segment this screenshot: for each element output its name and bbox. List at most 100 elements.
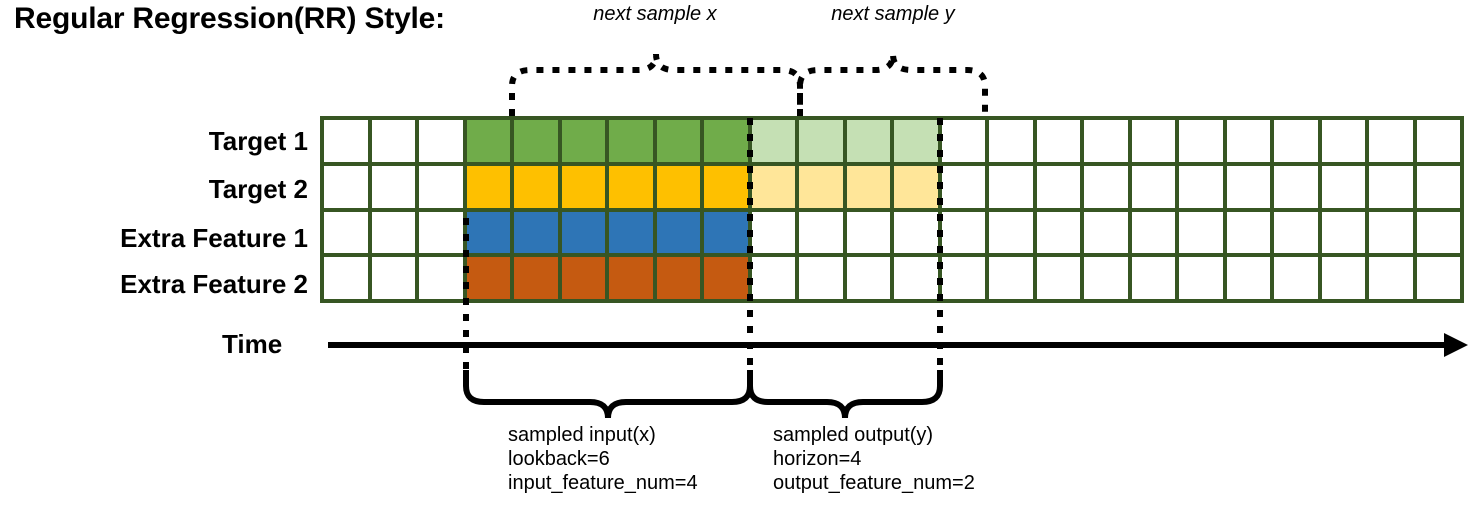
caption-sampled-input-line1: sampled input(x) xyxy=(508,424,656,446)
grid-cell-target-1-t11 xyxy=(799,120,843,162)
grid-cell-target-2-t10 xyxy=(751,165,795,208)
grid-cell-extra-feature-1-t3 xyxy=(419,211,463,254)
grid-cell-extra-feature-2-t9 xyxy=(704,257,748,299)
grid-cell-target-1-t9 xyxy=(704,120,748,162)
grid-cell-target-1-t7 xyxy=(609,120,653,162)
grid-cell-target-1-t22 xyxy=(1321,120,1365,162)
row-label-target-2: Target 2 xyxy=(208,174,308,204)
grid-cell-target-2-t16 xyxy=(1036,165,1080,208)
grid-cell-target-2-t15 xyxy=(989,165,1033,208)
annotation-next-sample-y: next sample y xyxy=(831,3,955,25)
grid-cell-extra-feature-1-t1 xyxy=(324,211,368,254)
row-label-extra-feature-1: Extra Feature 1 xyxy=(120,223,308,253)
grid-cell-target-2-t6 xyxy=(561,165,605,208)
grid-cell-extra-feature-2-t16 xyxy=(1036,257,1080,299)
grid-cell-extra-feature-1-t18 xyxy=(1131,211,1175,254)
grid-cell-target-2-t21 xyxy=(1274,165,1318,208)
grid-cell-extra-feature-2-t5 xyxy=(514,257,558,299)
caption-sampled-input: sampled input(x) lookback=6 input_featur… xyxy=(508,423,698,495)
grid-cell-target-1-t17 xyxy=(1084,120,1128,162)
grid-cell-target-1-t8 xyxy=(656,120,700,162)
time-axis-label: Time xyxy=(222,329,283,359)
grid-cell-extra-feature-2-t13 xyxy=(894,257,938,299)
grid-cell-extra-feature-1-t14 xyxy=(941,211,985,254)
grid-cell-target-2-t22 xyxy=(1321,165,1365,208)
grid-cell-target-1-t24 xyxy=(1416,120,1460,162)
grid-cell-target-2-t24 xyxy=(1416,165,1460,208)
grid-cell-target-1-t14 xyxy=(941,120,985,162)
grid-cell-target-2-t23 xyxy=(1369,165,1413,208)
top-brace-next-sample-y xyxy=(797,53,988,116)
grid-cell-target-2-t2 xyxy=(371,165,415,208)
grid-cell-extra-feature-2-t1 xyxy=(324,257,368,299)
grid-cell-target-1-t10 xyxy=(751,120,795,162)
grid-cell-extra-feature-1-t10 xyxy=(751,211,795,254)
grid-cell-extra-feature-1-t11 xyxy=(799,211,843,254)
grid-cell-extra-feature-2-t6 xyxy=(561,257,605,299)
top-brace-next-sample-x xyxy=(509,53,803,116)
grid-cell-target-1-t16 xyxy=(1036,120,1080,162)
grid-cell-target-2-t12 xyxy=(846,165,890,208)
grid-cell-extra-feature-2-t18 xyxy=(1131,257,1175,299)
row-label-extra-feature-2: Extra Feature 2 xyxy=(120,269,308,299)
grid-cell-target-1-t2 xyxy=(371,120,415,162)
grid-cell-target-1-t19 xyxy=(1179,120,1223,162)
grid-cell-target-1-t5 xyxy=(514,120,558,162)
grid-cell-target-2-t18 xyxy=(1131,165,1175,208)
grid-cell-target-2-t3 xyxy=(419,165,463,208)
grid-cell-extra-feature-1-t6 xyxy=(561,211,605,254)
grid-cell-target-2-t13 xyxy=(894,165,938,208)
grid-cell-extra-feature-2-t7 xyxy=(609,257,653,299)
caption-sampled-output: sampled output(y) horizon=4 output_featu… xyxy=(773,423,975,495)
time-axis-arrow xyxy=(328,333,1468,357)
grid-cell-extra-feature-1-t13 xyxy=(894,211,938,254)
grid-cell-extra-feature-1-t8 xyxy=(656,211,700,254)
grid-cell-target-1-t1 xyxy=(324,120,368,162)
grid-cell-target-1-t20 xyxy=(1226,120,1270,162)
row-label-target-1: Target 1 xyxy=(208,126,308,156)
grid-cell-target-1-t15 xyxy=(989,120,1033,162)
grid-cell-extra-feature-2-t4 xyxy=(466,257,510,299)
grid-cell-extra-feature-2-t2 xyxy=(371,257,415,299)
grid-cell-target-1-t23 xyxy=(1369,120,1413,162)
caption-sampled-output-line1: sampled output(y) xyxy=(773,424,934,446)
grid-cell-extra-feature-1-t5 xyxy=(514,211,558,254)
grid-cell-target-1-t12 xyxy=(846,120,890,162)
grid-cell-target-2-t1 xyxy=(324,165,368,208)
grid-cell-extra-feature-2-t11 xyxy=(799,257,843,299)
grid-cell-extra-feature-1-t2 xyxy=(371,211,415,254)
grid-cell-extra-feature-1-t9 xyxy=(704,211,748,254)
grid-cell-target-2-t4 xyxy=(466,165,510,208)
grid-cell-extra-feature-1-t7 xyxy=(609,211,653,254)
grid-cell-extra-feature-2-t12 xyxy=(846,257,890,299)
grid-cell-extra-feature-2-t14 xyxy=(941,257,985,299)
timeline-grid xyxy=(320,116,1464,303)
grid-cell-target-2-t9 xyxy=(704,165,748,208)
grid-cell-target-1-t18 xyxy=(1131,120,1175,162)
grid-cell-extra-feature-1-t23 xyxy=(1369,211,1413,254)
grid-cell-target-2-t19 xyxy=(1179,165,1223,208)
grid-cell-target-2-t20 xyxy=(1226,165,1270,208)
grid-cell-target-2-t11 xyxy=(799,165,843,208)
grid-cell-extra-feature-2-t24 xyxy=(1416,257,1460,299)
grid-cell-extra-feature-1-t12 xyxy=(846,211,890,254)
grid-cell-extra-feature-2-t23 xyxy=(1369,257,1413,299)
grid-cell-extra-feature-1-t4 xyxy=(466,211,510,254)
grid-cell-target-1-t3 xyxy=(419,120,463,162)
grid-cell-extra-feature-2-t3 xyxy=(419,257,463,299)
grid-cell-target-2-t14 xyxy=(941,165,985,208)
grid-cell-extra-feature-2-t22 xyxy=(1321,257,1365,299)
grid-cell-target-2-t8 xyxy=(656,165,700,208)
grid-cell-extra-feature-2-t19 xyxy=(1179,257,1223,299)
grid-cell-extra-feature-1-t21 xyxy=(1274,211,1318,254)
page-title: Regular Regression(RR) Style: xyxy=(14,2,445,35)
caption-sampled-input-line3: input_feature_num=4 xyxy=(508,472,698,494)
grid-cell-extra-feature-2-t17 xyxy=(1084,257,1128,299)
grid-cell-target-1-t21 xyxy=(1274,120,1318,162)
grid-cell-extra-feature-2-t10 xyxy=(751,257,795,299)
caption-sampled-output-line2: horizon=4 xyxy=(773,448,862,470)
bottom-brace-sampled-output xyxy=(747,370,943,419)
bottom-brace-sampled-input xyxy=(463,370,753,419)
grid-cell-target-2-t17 xyxy=(1084,165,1128,208)
grid-cell-extra-feature-1-t17 xyxy=(1084,211,1128,254)
